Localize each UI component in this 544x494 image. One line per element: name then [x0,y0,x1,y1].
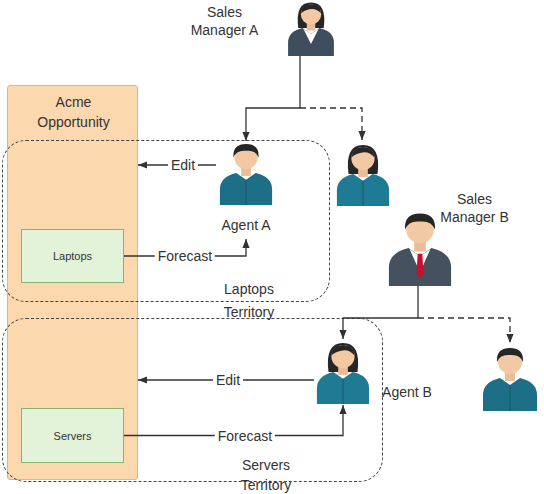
person-figure [317,343,369,404]
person-node: Agent A [216,141,276,239]
connector-label: Edit [168,157,198,173]
product-box: Laptops [21,229,124,283]
connector-arrow [246,56,300,141]
person-node: Sales Manager B [384,210,456,286]
person-name: Agent A [206,215,286,235]
group-heading: Servers Territory [226,455,306,494]
person-figure [220,144,272,205]
person-node: Sales Manager A [285,0,337,56]
group-heading: Acme Opportunity [28,92,119,132]
opportunity-band: Acme OpportunityLaptopsServers [7,85,138,480]
connector-label: Forecast [215,428,275,444]
product-name: Servers [22,409,123,462]
person-name: Agent B [379,383,435,401]
person-icon [314,339,372,405]
person-name: Sales Manager A [182,3,267,39]
person-icon [285,0,337,56]
connector-label: Forecast [155,248,215,264]
connector-label: Edit [213,372,243,388]
dashed-report-line [300,108,362,140]
territory-box: Laptops TerritoryAgent A [2,140,330,302]
person-icon [217,141,275,205]
person-name: Sales Manager B [432,190,517,226]
product-name: Laptops [22,230,123,282]
team-member-icon [483,348,537,411]
territory-box: Servers TerritoryAgent B [2,318,383,482]
person-node: Agent B [314,339,372,405]
dashed-report-line [418,318,510,343]
connector-arrow [343,286,418,339]
team-member-icon [337,145,389,206]
product-box: Servers [21,408,124,463]
person-figure [288,3,334,56]
